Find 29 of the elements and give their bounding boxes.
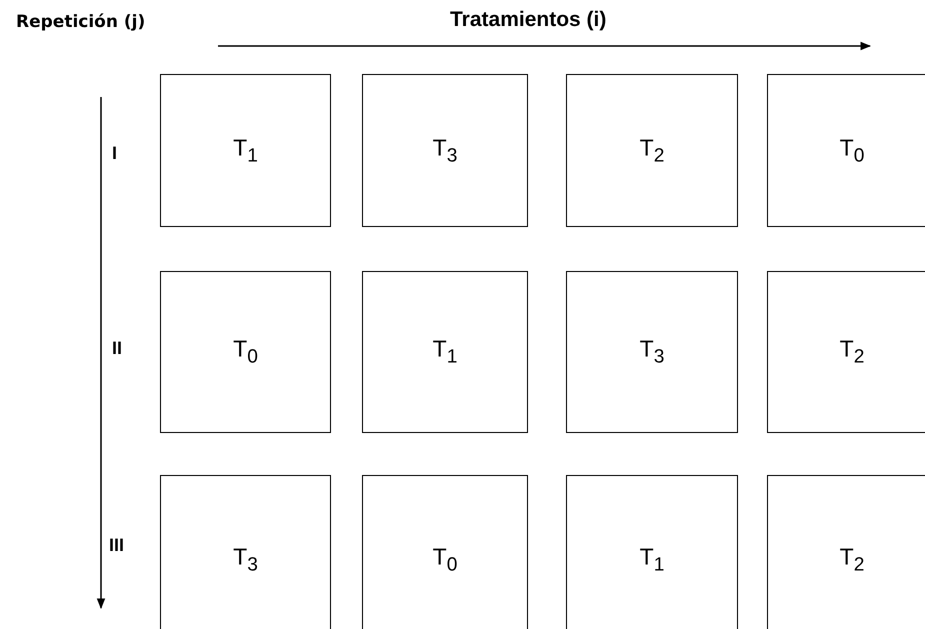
treatment-label: T$_{3}$ <box>638 336 666 368</box>
treatment-label: T$_{0}$ <box>838 134 866 167</box>
plot-box <box>160 74 331 227</box>
treatment-label: T$_{1}$ <box>232 134 259 167</box>
plot-box <box>767 475 925 629</box>
row-label: III <box>109 535 124 556</box>
plot-box <box>362 475 528 629</box>
treatment-label: T$_{2}$ <box>638 134 666 167</box>
treatment-label: T$_{0}$ <box>232 336 259 368</box>
plot-box <box>566 271 738 433</box>
treatment-label: T$_{3}$ <box>232 544 259 576</box>
plot-box <box>362 74 528 227</box>
treatment-label: T$_{1}$ <box>638 544 666 576</box>
axis-title: Repetición (j) <box>16 12 146 32</box>
treatment-label: T$_{1}$ <box>432 336 458 368</box>
plot-box <box>767 74 925 227</box>
treatment-label: T$_{2}$ <box>838 544 866 576</box>
row-label: II <box>112 338 122 359</box>
treatment-label: T$_{2}$ <box>838 336 866 368</box>
plot-box <box>566 475 738 629</box>
plot-box <box>566 74 738 227</box>
treatment-label: T$_{3}$ <box>432 134 458 167</box>
treatment-label: T$_{0}$ <box>432 544 458 576</box>
plot-box <box>767 271 925 433</box>
row-label: I <box>112 143 118 164</box>
plot-box <box>362 271 528 433</box>
axis-title: Tratamientos (i) <box>450 8 606 32</box>
plot-box <box>160 271 331 433</box>
plot-box <box>160 475 331 629</box>
